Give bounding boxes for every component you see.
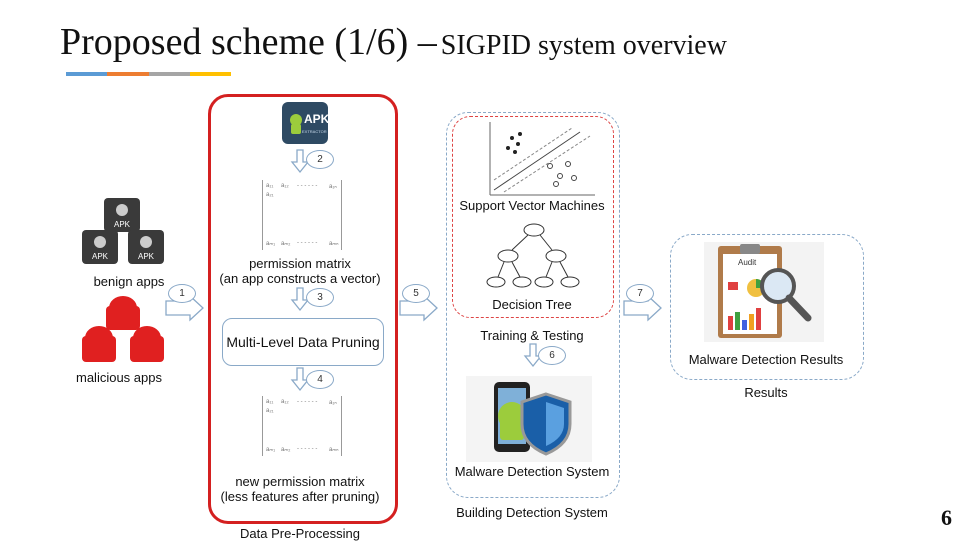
matrix-cell: - - - - - - (297, 446, 318, 452)
underline-segment (148, 72, 190, 76)
training-testing-label: Training & Testing (480, 328, 584, 343)
android-icon (82, 326, 116, 362)
arrow-2 (290, 149, 310, 174)
permission-matrix-2: a₁₁ a₁₂ - - - - - - a₁ₙ a₂₁ aₘ₁ aₘ₂ - - … (262, 396, 342, 456)
svm-plot (489, 122, 595, 196)
matrix-cell: a₁ₙ (329, 184, 337, 190)
slide-title: Proposed scheme (1/6) – SIGPID system ov… (60, 20, 727, 64)
title-underline (66, 72, 231, 76)
page-number: 6 (941, 505, 952, 530)
matrix-cell: - - - - - - (297, 240, 318, 246)
training-testing-box (452, 116, 614, 318)
new-matrix-label: new permission matrix (235, 474, 365, 489)
android-robot-icon (290, 114, 302, 134)
matrix-cell: a₂₁ (266, 192, 274, 198)
apk-extractor-label: APK (304, 112, 330, 126)
multi-level-pruning-box: Multi-Level Data Pruning (222, 318, 384, 366)
step-2-marker: 2 (306, 150, 334, 169)
decision-tree-diagram (486, 223, 580, 288)
permission-matrix-1: a₁₁ a₁₂ - - - - - - a₁ₙ a₂₁ aₘ₁ aₘ₂ - - … (262, 180, 342, 250)
malware-results-label: Malware Detection Results (688, 352, 844, 367)
underline-segment (66, 72, 108, 76)
svg-text:APK: APK (138, 252, 155, 261)
matrix-cell: aₘₙ (329, 241, 339, 247)
audit-text: Audit (738, 258, 757, 267)
matrix-cell: - - - - - - (297, 183, 318, 189)
matrix-cell: a₁₁ (266, 399, 274, 405)
decision-tree-label: Decision Tree (492, 297, 572, 312)
step-7-marker: 7 (626, 284, 654, 303)
matrix-cell: a₁ₙ (329, 400, 337, 406)
benign-apps-label: benign apps (93, 274, 165, 289)
matrix-cell: aₘ₂ (281, 241, 291, 247)
matrix-cell: aₘ₂ (281, 447, 291, 453)
step-4-marker: 4 (306, 370, 334, 389)
underline-segment (107, 72, 149, 76)
new-matrix-sublabel: (less features after pruning) (220, 489, 380, 504)
matrix-cell: a₁₂ (281, 183, 289, 189)
audit-report-icon (704, 242, 824, 342)
step-1-marker: 1 (168, 284, 196, 303)
matrix-cell: aₘ₁ (266, 447, 276, 453)
arrow-3 (290, 287, 310, 312)
permission-matrix-sublabel: (an app constructs a vector) (219, 271, 381, 286)
arrow-6 (523, 343, 543, 368)
results-label: Results (744, 385, 788, 400)
apk-tile: APK (128, 230, 164, 264)
arrow-4 (290, 367, 310, 392)
malicious-apps-group (78, 296, 170, 364)
android-icon (130, 326, 164, 362)
apk-extractor-icon: APK EXTRACTOR (282, 102, 330, 144)
results-panel (670, 234, 864, 380)
title-sub: SIGPID system overview (440, 30, 727, 61)
matrix-cell: a₂₁ (266, 408, 274, 414)
apk-tile: APK (104, 198, 140, 232)
apk-tile: APK (82, 230, 118, 264)
malware-system-label: Malware Detection System (454, 464, 610, 479)
benign-apps-group: APK APK APK (78, 196, 170, 266)
matrix-cell: - - - - - - (297, 399, 318, 405)
malicious-apps-label: malicious apps (76, 370, 162, 385)
apk-extractor-sublabel: EXTRACTOR (302, 129, 327, 134)
title-main: Proposed scheme (1/6) – (60, 21, 437, 63)
malware-shield-icon (466, 376, 592, 462)
underline-segment (189, 72, 231, 76)
data-preprocessing-box (208, 94, 398, 524)
building-system-label: Building Detection System (456, 505, 608, 520)
matrix-cell: a₁₂ (281, 399, 289, 405)
malicious-android-icons (82, 296, 164, 362)
android-icon (106, 296, 140, 330)
step-5-marker: 5 (402, 284, 430, 303)
building-detection-panel (446, 112, 620, 498)
benign-apk-icons: APK APK APK (82, 198, 164, 264)
matrix-cell: aₘ₁ (266, 241, 276, 247)
svg-text:APK: APK (92, 252, 109, 261)
data-preprocessing-label: Data Pre-Processing (240, 526, 360, 541)
matrix-cell: a₁₁ (266, 183, 274, 189)
permission-matrix-label: permission matrix (249, 256, 351, 271)
step-3-marker: 3 (306, 288, 334, 307)
step-6-marker: 6 (538, 346, 566, 365)
svm-label: Support Vector Machines (459, 198, 605, 213)
svg-text:APK: APK (114, 220, 131, 229)
matrix-cell: aₘₙ (329, 447, 339, 453)
